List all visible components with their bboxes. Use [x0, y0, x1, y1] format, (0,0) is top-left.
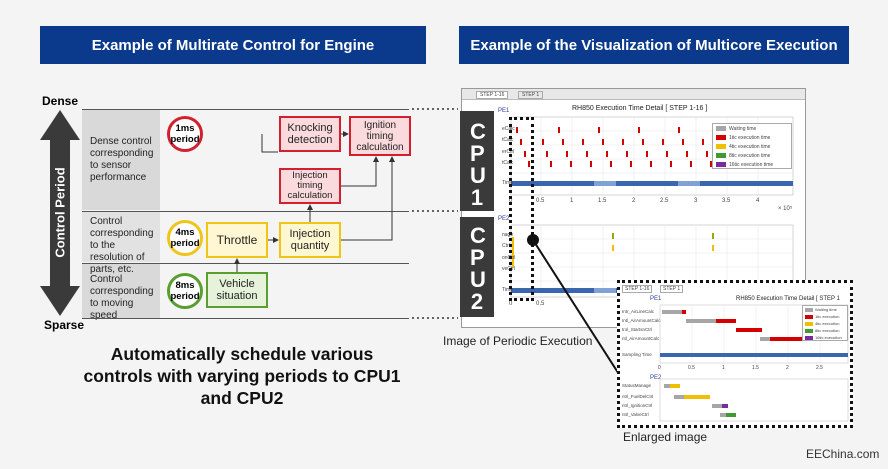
- x-tick: 4: [756, 198, 760, 204]
- enlarged-tab-2[interactable]: STEP 1: [660, 285, 684, 293]
- band-sparse-bg: [82, 264, 160, 318]
- pe1-label: PE1: [498, 108, 510, 114]
- enlarged-legend-entry: 16tic execution: [815, 335, 842, 340]
- enlarged-x-tick: 2.5: [816, 365, 823, 371]
- enlarged-x-tick: 0: [658, 365, 661, 371]
- x-tick: 1: [570, 198, 574, 204]
- enlarged-legend: Waiting time 1tic execution 4tic executi…: [802, 305, 848, 341]
- ignition-timing-block: Ignition timing calculation: [349, 116, 411, 156]
- pe1-row-label: Time: [502, 180, 513, 186]
- cpu1-label: CPU1: [470, 119, 486, 210]
- injection-timing-block: Injection timing calculation: [279, 168, 341, 204]
- separator-bottom: [82, 318, 409, 319]
- enlarged-caption: Enlarged image: [623, 430, 708, 444]
- throttle-block: Throttle: [206, 222, 268, 258]
- legend-entry: 8tic execution time: [729, 152, 771, 159]
- enlarged-x-tick: 1.5: [752, 365, 759, 371]
- enlarged-pe2-row: StatusManage: [622, 383, 652, 388]
- legend-entry: 1tic execution time: [729, 134, 771, 141]
- band-dense-bg: [82, 110, 160, 210]
- x-exponent: × 10⁵: [778, 206, 793, 212]
- watermark: EEChina.com: [806, 447, 880, 461]
- pe2-row-label: Time: [502, 287, 513, 293]
- x-tick: 0.5: [536, 301, 545, 307]
- band-mid-bg: [82, 212, 160, 262]
- pe1-row-label: tCalc: [502, 160, 514, 166]
- control-period-arrow: [40, 110, 80, 316]
- highlight-column: [509, 117, 534, 301]
- pe2-row-label: Ctrl: [502, 243, 510, 249]
- right-header: Example of the Visualization of Multicor…: [459, 26, 849, 64]
- separator-mid: [82, 211, 409, 212]
- separator-top: [82, 109, 409, 110]
- periodic-caption: Image of Periodic Execution: [443, 334, 593, 348]
- enlarged-x-tick: 1: [722, 365, 725, 371]
- enlarged-pe2-row: ntrl_ValveCtrl: [622, 412, 649, 417]
- enlarged-pe1-row: trol_StartsnCtrl: [622, 327, 653, 332]
- period-1ms-badge: 1ms period: [167, 116, 203, 152]
- enlarged-x-tick: 2: [786, 365, 789, 371]
- cpu2-label: CPU2: [470, 223, 486, 314]
- x-tick: 0.5: [536, 198, 545, 204]
- cpu1-tile: CPU1: [460, 111, 494, 211]
- pe2-label: PE2: [498, 216, 510, 222]
- axis-sparse-label: Sparse: [44, 318, 85, 332]
- x-tick: 2: [632, 198, 636, 204]
- window-title: RH850 Execution Time Detail [ STEP 1-16 …: [572, 105, 708, 112]
- knocking-detection-block: Knocking detection: [279, 116, 341, 152]
- enlarged-pe2: PE2: [650, 375, 662, 381]
- separator-low: [82, 263, 409, 264]
- band-dense-text: Dense control corresponding to sensor pe…: [90, 136, 154, 183]
- enlarged-legend-entry: Waiting time: [815, 307, 837, 312]
- x-tick: 1.5: [598, 198, 607, 204]
- period-4ms-badge: 4ms period: [167, 220, 203, 256]
- x-tick: 0: [509, 301, 513, 307]
- enlarged-pe1: PE1: [650, 296, 662, 302]
- enlarged-window: STEP 1-16 STEP 1 RH850 Execution Time De…: [617, 280, 853, 428]
- period-8ms-badge: 8ms period: [167, 273, 203, 309]
- band-sparse-text: Control corresponding to moving speed: [90, 274, 154, 321]
- enlarged-x-tick: 0.5: [688, 365, 695, 371]
- legend-entry: Waiting time: [729, 125, 757, 132]
- schedule-caption: Automatically schedule various controls …: [83, 344, 401, 408]
- enlarged-legend-entry: 8tic execution: [815, 328, 840, 333]
- x-tick: 3: [694, 198, 698, 204]
- vehicle-situation-block: Vehicle situation: [206, 272, 268, 308]
- enlarged-pe2-row: ntrl_IgnitionCtrl: [622, 403, 653, 408]
- tab-step-1[interactable]: STEP 1: [518, 91, 544, 99]
- x-tick: 2.5: [660, 198, 669, 204]
- x-tick: 3.5: [722, 198, 731, 204]
- pe2-row-label: nage: [502, 232, 514, 238]
- band-mid-text: Control corresponding to the resolution …: [90, 216, 154, 275]
- legend-entry: 4tic execution time: [729, 143, 771, 150]
- injection-quantity-block: Injection quantity: [279, 222, 341, 258]
- enlarged-sampling-row: Sampling Time: [622, 352, 652, 357]
- pe1-row-label: tCalc: [502, 137, 514, 143]
- legend-box: Waiting time 1tic execution time 4tic ex…: [712, 123, 792, 169]
- enlarged-title: RH850 Execution Time Detail [ STEP 1: [736, 296, 840, 302]
- enlarged-pe1-row: ntl_AirAmountCalc: [622, 336, 660, 341]
- enlarged-legend-entry: 4tic execution: [815, 321, 840, 326]
- pe2-row-label: onCtrl: [502, 255, 516, 261]
- pe1-row-label: erCtrl: [502, 149, 515, 155]
- pe2-row-label: veCtrl: [502, 266, 516, 272]
- legend-entry: 16tic execution time: [729, 161, 774, 168]
- tab-step-1-16[interactable]: STEP 1-16: [476, 91, 509, 99]
- enlarged-pe2-row: ntrl_FuelDelCtrl: [622, 394, 654, 399]
- enlarged-legend-entry: 1tic execution: [815, 314, 840, 319]
- enlarged-pe1-row: Intl_AirAmountCalc: [622, 318, 661, 323]
- cpu2-tile: CPU2: [460, 217, 494, 317]
- left-header: Example of Multirate Control for Engine: [40, 26, 426, 64]
- enlarged-pe1-row: Intr_AirLineCalc: [622, 309, 655, 314]
- enlarged-tab-1[interactable]: STEP 1-16: [622, 285, 653, 293]
- axis-dense-label: Dense: [42, 94, 79, 108]
- pe1-row-label: eCalc: [502, 126, 515, 132]
